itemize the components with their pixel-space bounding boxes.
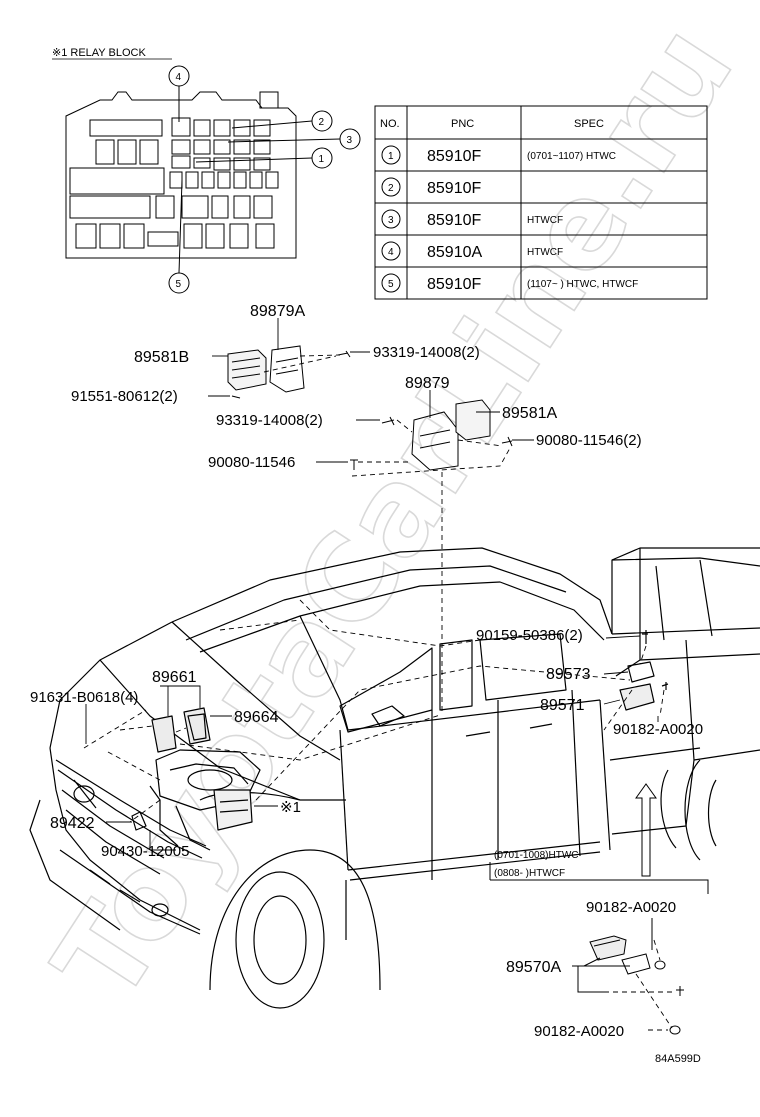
table-row-pnc: 85910F [427, 212, 481, 229]
table-row-pnc: 85910F [427, 276, 481, 293]
table-row-pnc: 85910F [427, 148, 481, 165]
table-row-spec: (1107~ ) HTWC, HTWCF [527, 279, 638, 290]
label-90159: 90159-50386(2) [476, 627, 583, 644]
inset-group [489, 783, 709, 1035]
callout-5: 5 [176, 279, 182, 290]
table-row-pnc: 85910F [427, 180, 481, 197]
callout-1: 1 [319, 154, 325, 165]
table-row-pnc: 85910A [427, 244, 482, 261]
upper-leaders [208, 318, 534, 463]
inset-dashes [604, 939, 676, 1031]
table-row-no: 4 [388, 247, 394, 258]
relay-callouts [168, 65, 361, 294]
truck-drawing [29, 547, 760, 1009]
upper-dashes [263, 354, 511, 715]
label-90430: 90430-12005 [101, 843, 189, 860]
label-89879A: 89879A [250, 303, 305, 320]
callout-3: 3 [347, 135, 353, 146]
table-row-spec: HTWCF [527, 247, 563, 258]
label-90080: 90080-11546 [208, 454, 295, 471]
label-89661: 89661 [152, 669, 197, 686]
table-header-no: NO. [380, 118, 400, 130]
table-row-no: 2 [388, 183, 394, 194]
label-90182-c: 90182-A0020 [534, 1023, 624, 1040]
truck-leaders [85, 635, 659, 851]
label-89581A: 89581A [502, 405, 557, 422]
label-90080-2: 90080-11546(2) [536, 432, 642, 449]
label-90182-a: 90182-A0020 [613, 721, 703, 738]
label-90182-b: 90182-A0020 [586, 899, 676, 916]
label-89664: 89664 [234, 709, 279, 726]
label-89571: 89571 [540, 697, 585, 714]
label-89879: 89879 [405, 375, 450, 392]
relay-block-drawing [65, 91, 297, 259]
truck-dashes [83, 599, 665, 823]
table-row-no: 1 [388, 151, 394, 162]
pnc-table: NO. PNC SPEC 1 2 3 4 5 85910F 85910F 859… [374, 105, 708, 300]
label-93319-top: 93319-14008(2) [373, 344, 480, 361]
relay-block-title: ※1 RELAY BLOCK [52, 47, 146, 59]
table-header-pnc: PNC [451, 118, 474, 130]
label-relay-ref: ※1 [280, 799, 301, 816]
label-91631: 91631-B0618(4) [30, 689, 138, 706]
label-89422: 89422 [50, 815, 95, 832]
label-89573: 89573 [546, 666, 591, 683]
table-row-no: 5 [388, 279, 394, 290]
table-row-no: 3 [388, 215, 394, 226]
label-93319-mid: 93319-14008(2) [216, 412, 323, 429]
figure-code: 84A599D [655, 1053, 701, 1065]
label-91551: 91551-80612(2) [71, 388, 178, 405]
label-89581B: 89581B [134, 349, 189, 366]
callout-4: 4 [176, 72, 182, 83]
table-row-spec: (0701~1107) HTWC [527, 151, 616, 162]
label-spec-2: (0808- )HTWCF [494, 868, 565, 879]
label-89570A: 89570A [506, 959, 561, 976]
table-header-spec: SPEC [574, 118, 604, 130]
label-spec-1: (0701-1008)HTWC [494, 850, 578, 861]
upper-components [227, 345, 513, 471]
callout-2: 2 [319, 117, 325, 128]
table-row-spec: HTWCF [527, 215, 563, 226]
